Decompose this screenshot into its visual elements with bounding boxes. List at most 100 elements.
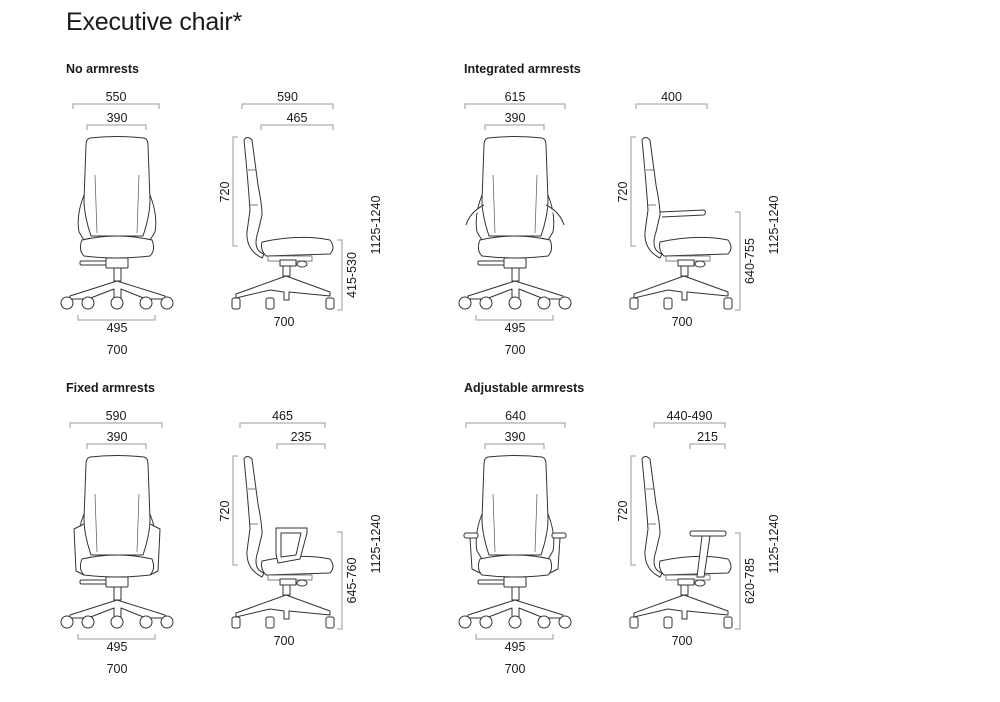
caster-icon xyxy=(265,616,275,629)
caster-icon xyxy=(110,296,124,310)
caster-icon xyxy=(479,615,493,629)
caster-icon xyxy=(558,615,572,629)
base-inner-dimension-line xyxy=(77,634,156,640)
caster-icon xyxy=(231,616,241,629)
caster-icon xyxy=(325,297,335,310)
chair-front-drawing xyxy=(458,455,572,629)
config-title: Integrated armrests xyxy=(464,62,581,76)
base-width-label: 700 xyxy=(107,662,128,676)
config-fixed: Fixed armrests590390495700465235720645-7… xyxy=(60,381,383,676)
caster-icon xyxy=(139,296,153,310)
front-view: 615 390 495 700 xyxy=(458,90,572,357)
base-width-label: 700 xyxy=(505,662,526,676)
back-width-label: 390 xyxy=(505,111,526,125)
overall-width-label: 550 xyxy=(106,90,127,104)
total-height-label: 1125-1240 xyxy=(369,196,383,255)
chair-front-drawing xyxy=(60,455,174,629)
caster-icon xyxy=(265,297,275,310)
back-width-dimension-line xyxy=(484,124,545,130)
back-height-dimension-line xyxy=(630,455,636,566)
side-top-dimension-label: 590 xyxy=(277,90,298,104)
base-depth-label: 700 xyxy=(672,634,693,648)
caster-icon xyxy=(723,616,733,629)
side-top-dimension-label: 465 xyxy=(287,111,308,125)
side-top-dimension-line xyxy=(635,103,708,109)
overall-width-dimension-line xyxy=(69,422,163,428)
base-width-label: 700 xyxy=(107,343,128,357)
back-width-label: 390 xyxy=(107,111,128,125)
caster-icon xyxy=(110,615,124,629)
side-top-dimension-label: 235 xyxy=(291,430,312,444)
back-width-label: 390 xyxy=(505,430,526,444)
lower-height-dimension-line xyxy=(337,531,343,630)
side-top-dimension-label: 215 xyxy=(697,430,718,444)
back-height-dimension-line xyxy=(630,136,636,247)
overall-width-dimension-line xyxy=(465,422,566,428)
config-adjustable: Adjustable armrests640390495700440-49021… xyxy=(458,381,781,676)
lower-height-label: 415-530 xyxy=(345,252,359,298)
base-depth-label: 700 xyxy=(274,634,295,648)
caster-icon xyxy=(558,296,572,310)
base-inner-dimension-line xyxy=(475,315,554,321)
front-view: 640 390 495 700 xyxy=(458,409,572,676)
caster-icon xyxy=(508,296,522,310)
caster-icon xyxy=(160,615,174,629)
config-integrated: Integrated armrests615390495700400720640… xyxy=(458,62,781,357)
base-width-label: 700 xyxy=(505,343,526,357)
chair-front-drawing xyxy=(458,136,572,310)
caster-icon xyxy=(663,616,673,629)
side-top-dimension-line xyxy=(276,443,326,449)
back-height-dimension-line xyxy=(232,136,238,247)
back-width-dimension-line xyxy=(484,443,545,449)
overall-width-label: 615 xyxy=(505,90,526,104)
caster-icon xyxy=(629,297,639,310)
total-height-label: 1125-1240 xyxy=(767,196,781,255)
back-width-dimension-line xyxy=(86,124,147,130)
caster-icon xyxy=(663,297,673,310)
base-inner-label: 495 xyxy=(505,321,526,335)
overall-width-label: 640 xyxy=(505,409,526,423)
caster-icon xyxy=(160,296,174,310)
side-top-dimension-label: 440-490 xyxy=(667,409,713,423)
caster-icon xyxy=(508,615,522,629)
overall-width-dimension-line xyxy=(72,103,160,109)
lower-height-dimension-line xyxy=(337,239,343,311)
side-top-dimension-line xyxy=(241,103,334,109)
back-width-dimension-line xyxy=(86,443,147,449)
front-view: 550 390 495 700 xyxy=(60,90,174,357)
base-inner-label: 495 xyxy=(505,640,526,654)
chair-side-drawing xyxy=(629,456,733,629)
caster-icon xyxy=(537,296,551,310)
chair-side-drawing xyxy=(629,137,733,310)
base-inner-label: 495 xyxy=(107,321,128,335)
lower-height-label: 645-760 xyxy=(345,558,359,604)
base-inner-label: 495 xyxy=(107,640,128,654)
base-inner-dimension-line xyxy=(475,634,554,640)
lower-height-label: 640-755 xyxy=(743,238,757,284)
overall-width-dimension-line xyxy=(464,103,566,109)
config-title: Fixed armrests xyxy=(66,381,155,395)
side-top-dimension-label: 400 xyxy=(661,90,682,104)
chair-front-drawing xyxy=(60,136,174,310)
config-none: No armrests550390495700590465720415-5301… xyxy=(60,62,383,357)
caster-icon xyxy=(723,297,733,310)
config-title: No armrests xyxy=(66,62,139,76)
lower-height-dimension-line xyxy=(735,211,741,311)
side-top-dimension-line xyxy=(260,124,334,130)
total-height-label: 1125-1240 xyxy=(369,515,383,574)
side-top-dimension-label: 465 xyxy=(272,409,293,423)
back-width-label: 390 xyxy=(107,430,128,444)
chair-side-drawing xyxy=(231,137,335,310)
base-depth-label: 700 xyxy=(672,315,693,329)
side-top-dimension-line xyxy=(689,443,726,449)
lower-height-label: 620-785 xyxy=(743,558,757,604)
caster-icon xyxy=(629,616,639,629)
lower-height-dimension-line xyxy=(735,532,741,630)
caster-icon xyxy=(81,615,95,629)
caster-icon xyxy=(231,297,241,310)
